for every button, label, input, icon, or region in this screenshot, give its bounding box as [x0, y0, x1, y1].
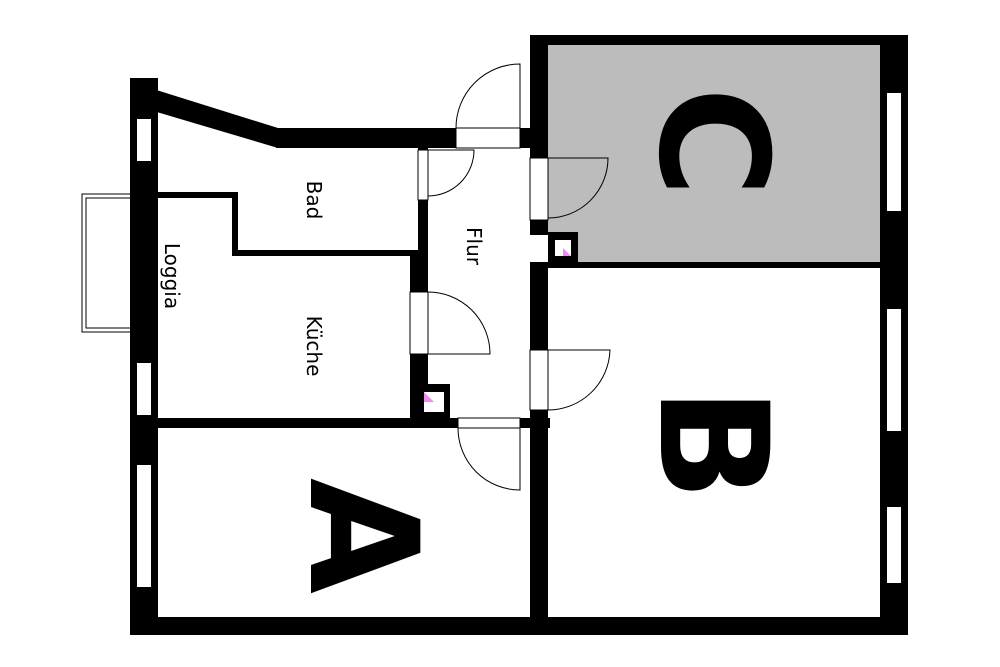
windows: [135, 91, 903, 589]
room-b-label: B: [625, 387, 799, 501]
room-c-label: C: [625, 87, 799, 197]
vent-shaft-2: [418, 384, 450, 420]
loggia-label: Loggia: [160, 243, 184, 309]
kueche-label: Küche: [302, 316, 326, 377]
bad-label: Bad: [302, 181, 326, 220]
flur-label: Flur: [462, 227, 486, 266]
doors: [409, 63, 611, 491]
room-a-label: A: [275, 478, 449, 594]
room-c-fill: [548, 44, 880, 264]
vent-shaft-1: [548, 232, 578, 262]
diagonal-wall: [150, 88, 278, 148]
loggia-outline: [81, 193, 130, 333]
